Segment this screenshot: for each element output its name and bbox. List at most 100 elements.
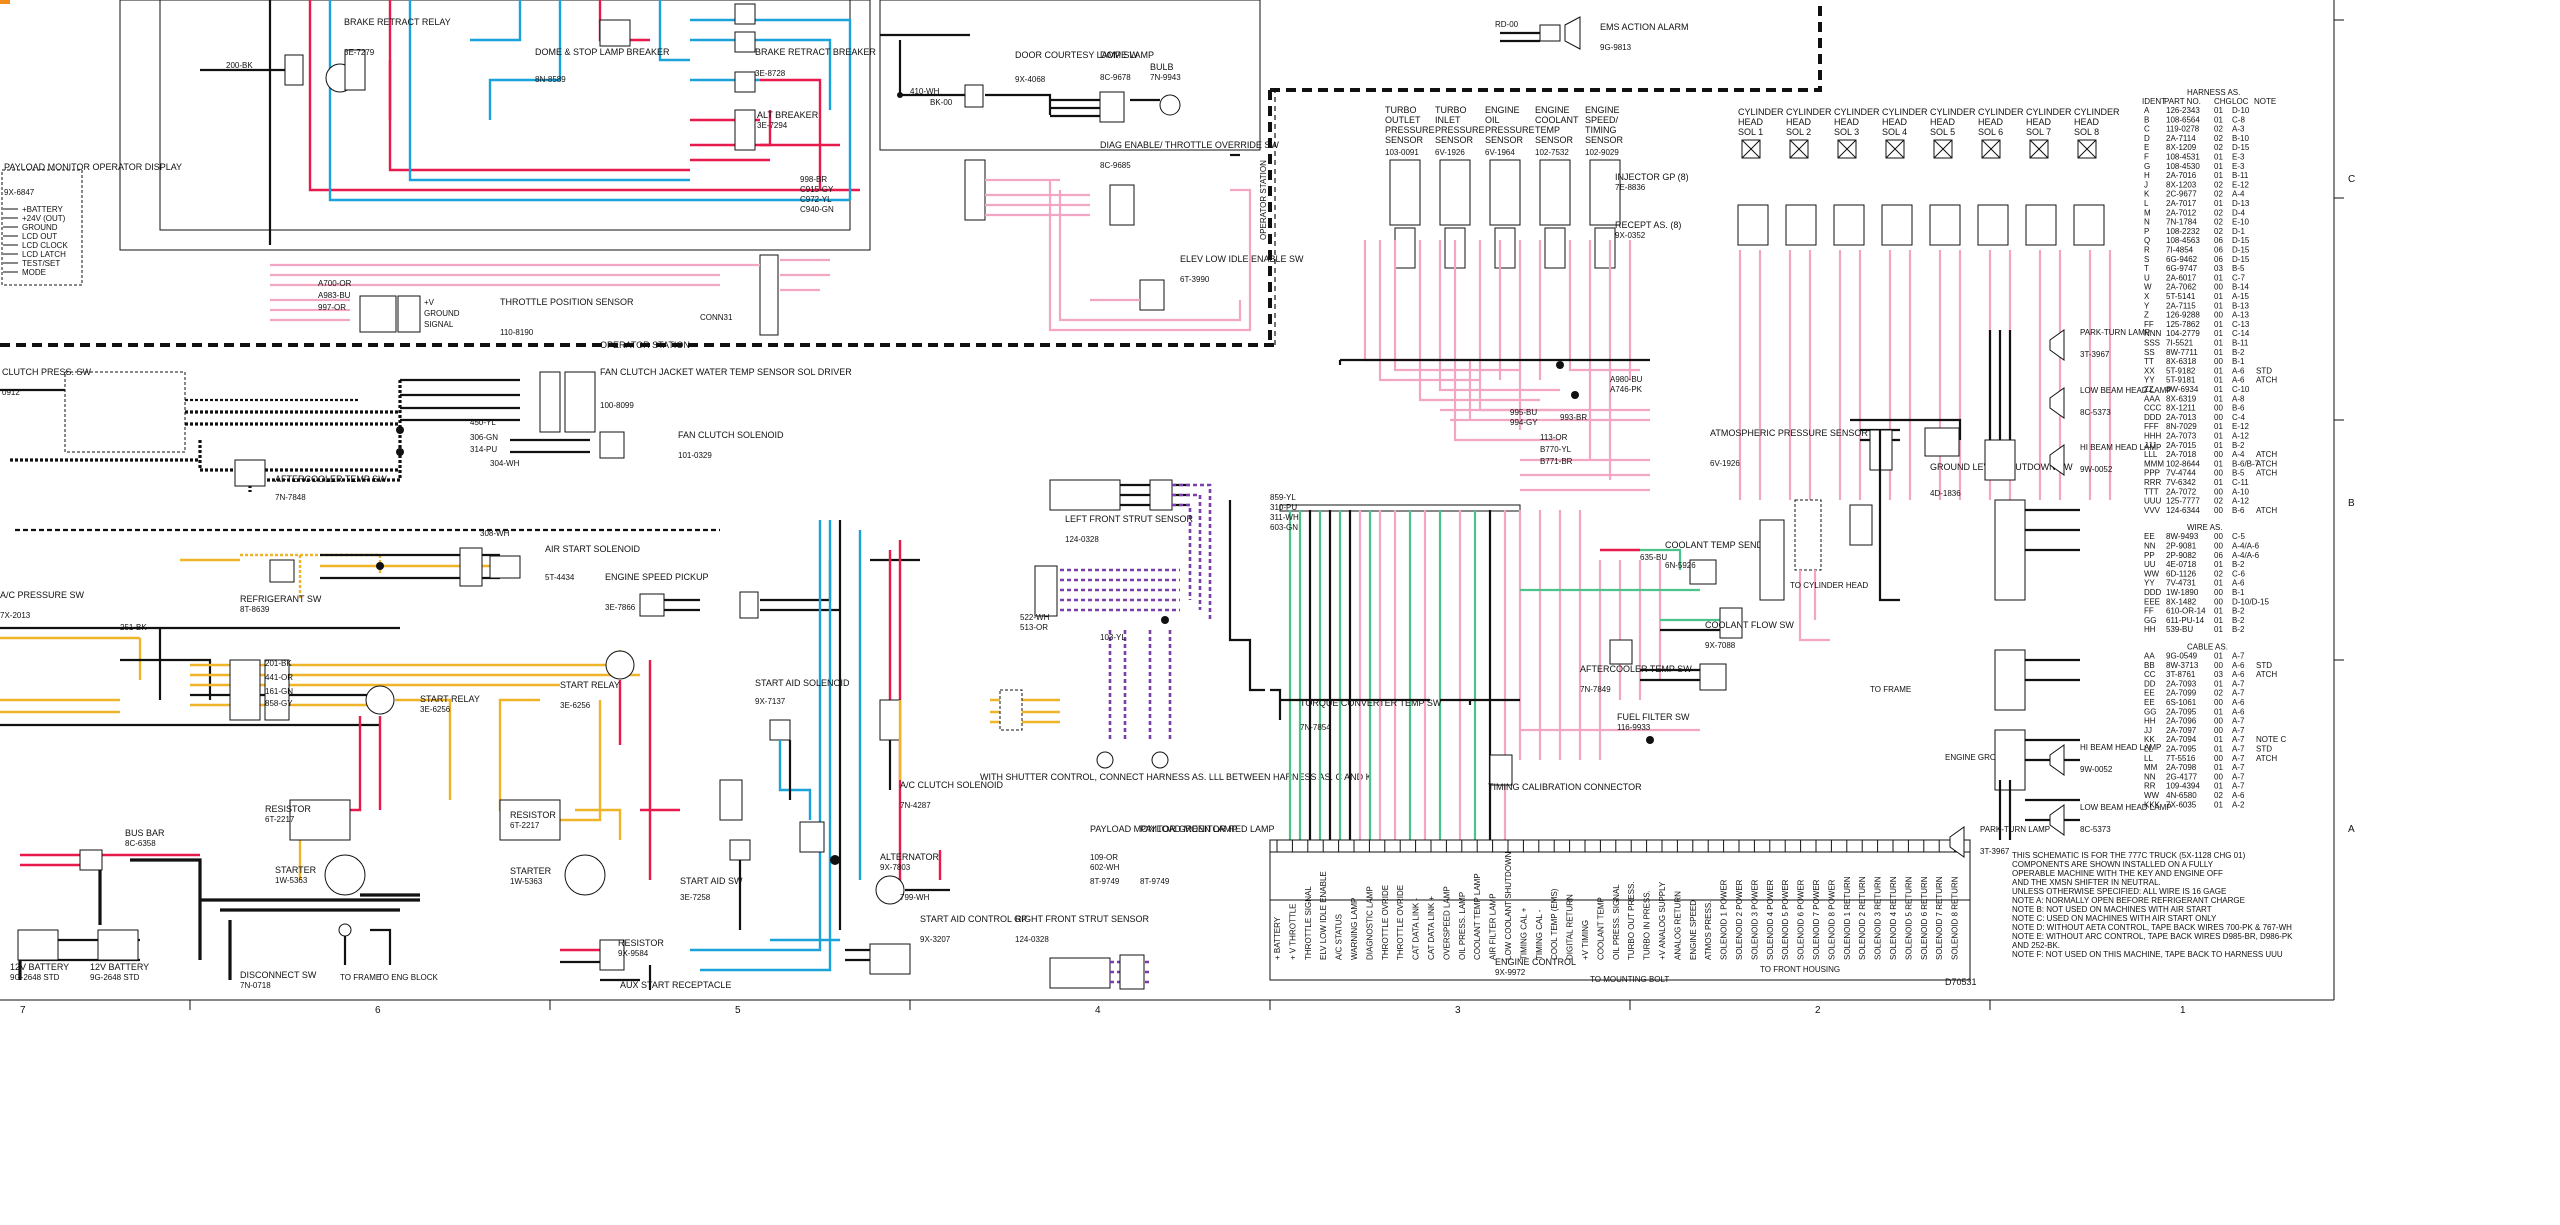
harness-table-cell: 01 — [2214, 199, 2223, 208]
zone-col-2: 2 — [1815, 1005, 1821, 1016]
harness-table-cell: 5T-9182 — [2166, 366, 2196, 375]
wire-table-cell: B-2 — [2232, 560, 2245, 569]
bulb-part: 7N-9943 — [1150, 73, 1181, 82]
harness-table-cell: B-6 — [2232, 404, 2245, 413]
ecm-pin-label: SOLENOID 7 RETURN — [1935, 876, 1944, 960]
harness-table-cell: 01 — [2214, 459, 2223, 468]
harness-table-cell: C-10 — [2232, 385, 2250, 394]
wire-label: 311-WH — [1270, 513, 1299, 522]
harness-table-cell: A-4 — [2232, 450, 2245, 459]
harness-table-cell: F — [2144, 153, 2149, 162]
wire-table-cell: 00 — [2214, 542, 2223, 551]
hi-beam-1-icon — [2049, 444, 2065, 476]
cable-table-cell: 01 — [2214, 707, 2223, 716]
turbo-outlet-plug — [1394, 227, 1416, 269]
cable-table-cell: 2A-7093 — [2166, 679, 2197, 688]
cable-table-cell: A-7 — [2232, 745, 2245, 754]
ems-alarm-label: EMS ACTION ALARM — [1600, 22, 1689, 32]
coolant-temp-body — [1539, 159, 1571, 226]
harness-table-cell: AAA — [2144, 394, 2161, 403]
harness-table-cell: 2C-9677 — [2166, 190, 2197, 199]
harness-table-cell: 00 — [2214, 469, 2223, 478]
note-line: COMPONENTS ARE SHOWN INSTALLED ON A FULL… — [2012, 860, 2214, 869]
ecm-pin-label: +V ANALOG SUPPLY — [1658, 881, 1667, 960]
wire-label: 603-GN — [1270, 523, 1298, 532]
cable-table-cell: 109-4394 — [2166, 782, 2200, 791]
to-front-housing-label: TO FRONT HOUSING — [1760, 965, 1840, 974]
wire-table-cell: EEE — [2144, 597, 2160, 606]
harness-table-cell: SS — [2144, 348, 2155, 357]
dome-breaker-label: DOME & STOP LAMP BREAKER — [535, 47, 670, 57]
cable-table-cell: A-6 — [2232, 791, 2245, 800]
note-line: THIS SCHEMATIC IS FOR THE 777C TRUCK (5X… — [2012, 851, 2246, 860]
elev-switch-label: ELEV LOW IDLE ENABLE SW — [1180, 254, 1304, 264]
harness-table-cell: D-15 — [2232, 246, 2250, 255]
green-lamp-part: 8T-9749 — [1090, 877, 1120, 886]
wire-label: A983-BU — [318, 291, 351, 300]
wire-table-cell: 2P-9082 — [2166, 551, 2197, 560]
low-beam-2-icon — [2049, 804, 2065, 836]
ecm-harness-block — [1228, 500, 1743, 840]
harness-table-cell: 2A-7018 — [2166, 450, 2197, 459]
harness-table-cell: 7V-4744 — [2166, 469, 2196, 478]
coolant-flow-part: 9X-7088 — [1705, 641, 1736, 650]
harness-table-cell: B-2 — [2232, 441, 2245, 450]
cable-table-cell: NN — [2144, 772, 2156, 781]
harness-table-header: LOC — [2232, 97, 2249, 106]
harness-table-cell: B-14 — [2232, 283, 2249, 292]
ecm-pin-label: COOLANT TEMP LAMP — [1473, 873, 1482, 960]
harness-table-cell: 02 — [2214, 190, 2223, 199]
harness-table-cell: 8W-7711 — [2166, 348, 2198, 357]
ecm-pin-label: OIL PRESS. LAMP — [1458, 892, 1467, 960]
harness-table-cell: H — [2144, 171, 2150, 180]
harness-table-cell: 00 — [2214, 283, 2223, 292]
wire-label: 161-GN — [265, 687, 293, 696]
wire-table-cell: B-1 — [2232, 588, 2245, 597]
ecm-pin-label: THROTTLE OVRIDE — [1396, 885, 1405, 960]
harness-table-cell: C-13 — [2232, 320, 2250, 329]
wire-table-cell: D-10/D-15 — [2232, 597, 2269, 606]
harness-table-cell: D-1 — [2232, 227, 2245, 236]
wire-table-cell: 8X-1482 — [2166, 597, 2197, 606]
speed-timing-body — [1589, 159, 1621, 226]
harness-table-cell: 5T-9181 — [2166, 376, 2196, 385]
harness-table-header: PART NO. — [2164, 97, 2201, 106]
zone-col-7: 7 — [20, 1005, 26, 1016]
wire-label: 858-GY — [265, 699, 293, 708]
park-turn-2-icon — [1949, 826, 1965, 858]
payload-display-pin: +BATTERY — [22, 205, 63, 214]
harness-table-cell: P — [2144, 227, 2149, 236]
cab-box — [119, 0, 871, 251]
cable-table-cell: 01 — [2214, 735, 2223, 744]
bulb-label: BULB — [1150, 62, 1174, 72]
battery-1-part: 9G-2648 STD — [10, 973, 60, 982]
ecm-pin-label: SOLENOID 8 RETURN — [1951, 876, 1960, 960]
ecm-pin-label: SOLENOID 1 POWER — [1720, 879, 1729, 960]
cable-table-cell: 8W-3713 — [2166, 661, 2199, 670]
wire-table-cell: 01 — [2214, 579, 2223, 588]
engine-control-label: ENGINE CONTROL — [1495, 957, 1576, 967]
harness-table-cell: 00 — [2214, 450, 2223, 459]
cable-table-cell: STD — [2256, 745, 2272, 754]
resistor-3-part: 9X-9584 — [618, 949, 649, 958]
ecm-pin-label: LOW COOLANT SHUTDOWN — [1504, 851, 1513, 960]
harness-table-cell: 01 — [2214, 329, 2223, 338]
ecm-bottom-connector — [1269, 839, 1971, 981]
harness-table-cell: 104-2779 — [2166, 329, 2200, 338]
cable-table-cell: 2G-4177 — [2166, 772, 2198, 781]
ecm-pin-label: SOLENOID 6 POWER — [1797, 879, 1806, 960]
solenoid-plug — [1881, 204, 1913, 246]
harness-table-cell: A-10 — [2232, 487, 2249, 496]
engine-sensor-wiring — [1338, 240, 1650, 492]
cable-table-cell: KK — [2144, 735, 2155, 744]
harness-table-cell: 2A-7115 — [2166, 301, 2196, 310]
harness-table-cell: A-12 — [2232, 432, 2249, 441]
start-relay-2-label: START RELAY — [560, 680, 620, 690]
harness-table-cell: 00 — [2214, 357, 2223, 366]
